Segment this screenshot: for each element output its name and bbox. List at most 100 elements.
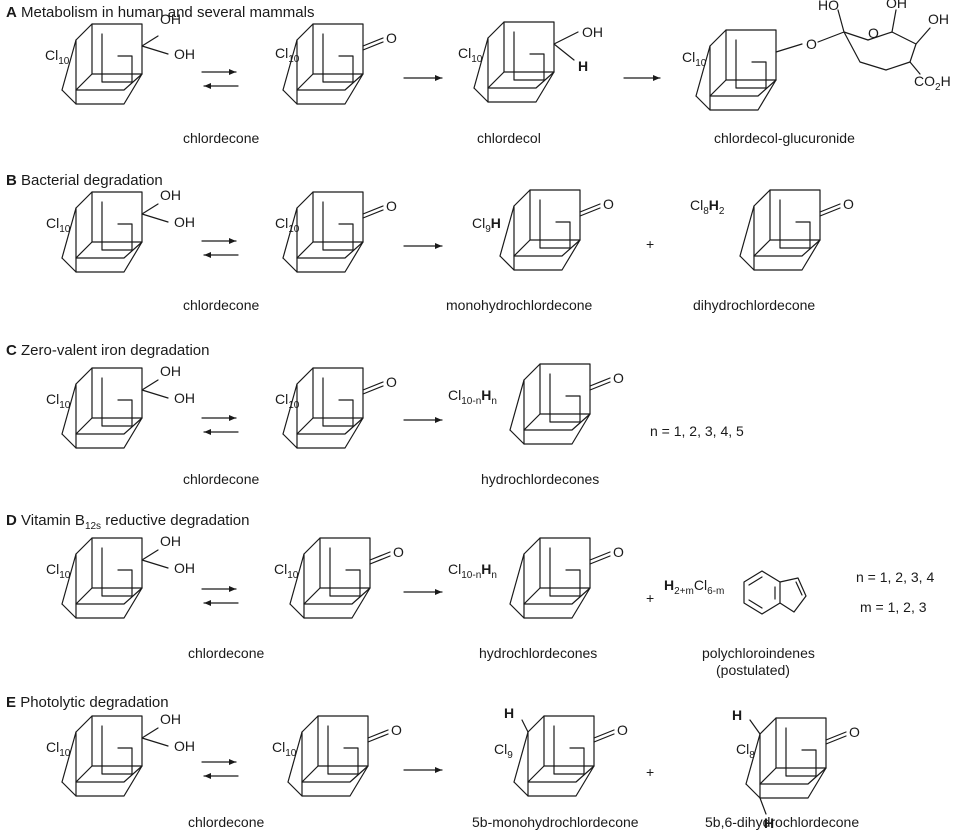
caption-d-postulated: (postulated): [716, 662, 790, 678]
caption-d-indenes: polychloroindenes: [702, 645, 815, 661]
polychloroindene-structure: H2+mCl6-m: [664, 570, 807, 615]
svg-text:H: H: [578, 58, 588, 74]
note-c-n: n = 1, 2, 3, 4, 5: [650, 423, 744, 439]
svg-text:O: O: [393, 544, 404, 560]
svg-text:Cl10-nHn: Cl10-nHn: [448, 561, 497, 581]
plus-d: +: [646, 590, 654, 606]
svg-text:O: O: [391, 722, 402, 738]
caption-b-di: dihydrochlordecone: [693, 297, 815, 313]
svg-text:H: H: [732, 707, 742, 723]
svg-text:OH: OH: [174, 560, 195, 576]
svg-text:OH: OH: [174, 390, 195, 406]
caption-c-hydro: hydrochlordecones: [481, 471, 599, 487]
e-chlordecone-ketone-structure: O Cl10: [272, 715, 402, 797]
section-d: D Vitamin B12s reductive degradation OH …: [6, 512, 934, 678]
svg-text:Cl10: Cl10: [46, 561, 71, 581]
section-c-heading: C Zero-valent iron degradation: [6, 342, 209, 359]
svg-text:O: O: [843, 196, 854, 212]
svg-text:OH: OH: [174, 738, 195, 754]
e-chlordecone-diol-structure: OH OH Cl10: [46, 711, 195, 797]
monohydrochlordecone-structure: O Cl9H: [472, 189, 614, 271]
svg-text:O: O: [613, 370, 624, 386]
5b-monohydrochlordecone-structure: O H Cl9: [494, 705, 628, 797]
svg-text:OH: OH: [886, 0, 907, 11]
section-b-heading: B Bacterial degradation: [6, 172, 163, 189]
d-chlordecone-ketone-structure: O Cl10: [274, 537, 404, 619]
svg-text:Cl10: Cl10: [275, 215, 300, 235]
caption-e-di: 5b,6-dihydrochlordecone: [705, 814, 859, 830]
c-chlordecone-diol-structure: OH OH Cl10: [46, 363, 195, 449]
caption-c-chlordecone: chlordecone: [183, 471, 259, 487]
plus-b: +: [646, 236, 654, 252]
dihydrochlordecone-structure: O Cl8H2: [690, 189, 854, 271]
chlordecone-ketone-structure: O Cl10: [275, 23, 397, 105]
svg-text:H: H: [764, 815, 774, 831]
caption-e-chlordecone: chlordecone: [188, 814, 264, 830]
note-d-m: m = 1, 2, 3: [860, 599, 927, 615]
d-chlordecone-diol-structure: OH OH Cl10: [46, 533, 195, 619]
svg-text:O: O: [386, 198, 397, 214]
c-chlordecone-ketone-structure: O Cl10: [275, 367, 397, 449]
svg-text:Cl10: Cl10: [275, 45, 300, 65]
svg-text:O: O: [386, 374, 397, 390]
svg-text:Cl10: Cl10: [46, 215, 71, 235]
caption-a-chlordecol: chlordecol: [477, 130, 541, 146]
5b6-dihydrochlordecone-structure: O H H Cl8: [732, 707, 860, 831]
svg-text:Cl8H2: Cl8H2: [690, 197, 725, 217]
svg-text:O: O: [868, 25, 879, 41]
plus-e: +: [646, 764, 654, 780]
svg-text:OH: OH: [174, 214, 195, 230]
caption-d-chlordecone: chlordecone: [188, 645, 264, 661]
svg-text:H: H: [504, 705, 514, 721]
svg-text:Cl9: Cl9: [494, 741, 513, 761]
svg-text:H2+mCl6-m: H2+mCl6-m: [664, 577, 724, 597]
svg-text:OH: OH: [160, 533, 181, 549]
caption-d-hydro: hydrochlordecones: [479, 645, 597, 661]
section-e: E Photolytic degradation OH OH Cl10 O Cl…: [6, 694, 860, 831]
svg-text:OH: OH: [160, 11, 181, 27]
section-b: B Bacterial degradation OH OH Cl10 O Cl1…: [6, 172, 854, 313]
chlordecol-glucuronide-structure: O O HO OH OH CO2H Cl10: [682, 0, 951, 111]
svg-text:Cl10: Cl10: [274, 561, 299, 581]
svg-text:Cl10: Cl10: [46, 391, 71, 411]
section-a-heading: A Metabolism in human and several mammal…: [6, 4, 314, 21]
caption-b-chlordecone: chlordecone: [183, 297, 259, 313]
chlordecone-diol-structure: OH OH Cl10: [45, 11, 195, 105]
svg-text:O: O: [603, 196, 614, 212]
svg-text:OH: OH: [160, 187, 181, 203]
section-a: A Metabolism in human and several mammal…: [6, 0, 951, 146]
svg-text:OH: OH: [160, 711, 181, 727]
caption-b-mono: monohydrochlordecone: [446, 297, 593, 313]
svg-text:O: O: [806, 36, 817, 52]
svg-text:Cl10: Cl10: [272, 739, 297, 759]
svg-text:Cl10: Cl10: [45, 47, 70, 67]
svg-text:OH: OH: [582, 24, 603, 40]
svg-text:Cl10-nHn: Cl10-nHn: [448, 387, 497, 407]
b-chlordecone-diol-structure: OH OH Cl10: [46, 187, 195, 273]
svg-text:OH: OH: [174, 46, 195, 62]
svg-text:O: O: [613, 544, 624, 560]
caption-a-glucuronide: chlordecol-glucuronide: [714, 130, 855, 146]
section-e-heading: E Photolytic degradation: [6, 694, 169, 711]
c-hydrochlordecone-structure: O Cl10-nHn: [448, 363, 624, 445]
svg-text:Cl10: Cl10: [682, 49, 707, 69]
caption-e-mono: 5b-monohydrochlordecone: [472, 814, 639, 830]
svg-text:Cl10: Cl10: [275, 391, 300, 411]
svg-text:OH: OH: [160, 363, 181, 379]
svg-text:O: O: [617, 722, 628, 738]
svg-text:OH: OH: [928, 11, 949, 27]
chlordecol-structure: OH H Cl10: [458, 21, 603, 103]
b-chlordecone-ketone-structure: O Cl10: [275, 191, 397, 273]
svg-text:Cl10: Cl10: [458, 45, 483, 65]
svg-text:O: O: [386, 30, 397, 46]
svg-text:O: O: [849, 724, 860, 740]
svg-text:HO: HO: [818, 0, 839, 13]
d-hydrochlordecone-structure: O Cl10-nHn: [448, 537, 624, 619]
svg-text:CO2H: CO2H: [914, 73, 951, 93]
svg-text:Cl10: Cl10: [46, 739, 71, 759]
section-c: C Zero-valent iron degradation OH OH Cl1…: [6, 342, 744, 487]
svg-text:Cl9H: Cl9H: [472, 215, 501, 235]
note-d-n: n = 1, 2, 3, 4: [856, 569, 934, 585]
svg-text:Cl8: Cl8: [736, 741, 755, 761]
